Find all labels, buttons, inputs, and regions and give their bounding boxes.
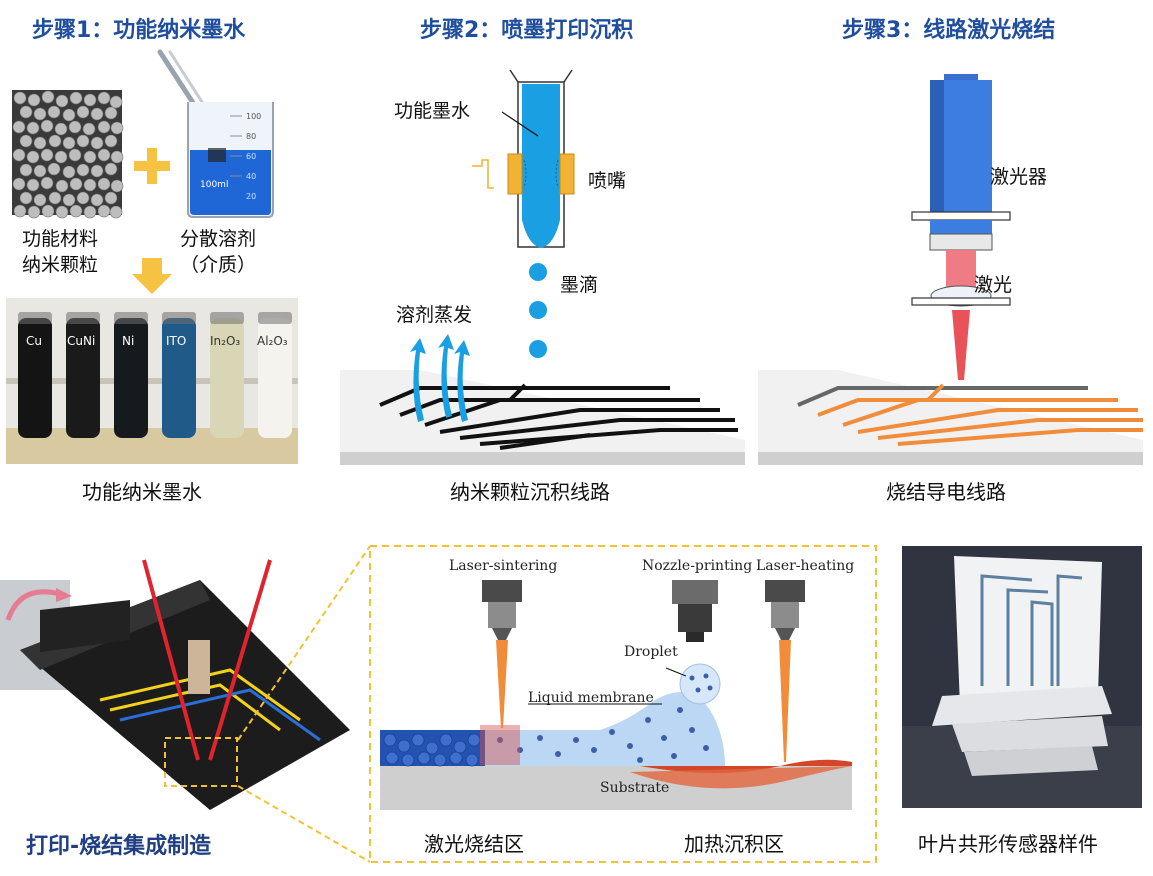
inkjet-nozzle-diagram [340, 69, 745, 465]
step1-title: 步骤1：功能纳米墨水 [32, 18, 246, 43]
blade-sample-caption: 叶片共形传感器样件 [918, 832, 1098, 856]
beaker-mark-100: 100 [246, 112, 261, 121]
step2-title: 步骤2：喷墨打印沉积 [420, 18, 634, 43]
blade-sensor-photo [902, 546, 1142, 808]
droplet-en-label: Droplet [624, 644, 678, 660]
sintering-zone-label: 激光烧结区 [424, 832, 524, 856]
laser-sintering-label: Laser-sintering [449, 558, 558, 574]
step1-caption: 功能纳米墨水 [82, 480, 202, 504]
process-zoom-diagram [380, 580, 852, 810]
tube-label-in2o3: In₂O₃ [210, 334, 241, 348]
laser-label: 激光 [974, 274, 1013, 296]
laser-sintering-diagram [758, 74, 1143, 465]
tube-label-al2o3: Al₂O₃ [257, 334, 288, 348]
step2-caption: 纳米颗粒沉积线路 [450, 480, 610, 504]
nozzle-label: 喷嘴 [588, 170, 627, 192]
evaporation-label: 溶剂蒸发 [396, 304, 473, 326]
ink-tubes-photo [6, 298, 298, 464]
substrate-label: Substrate [600, 780, 670, 796]
beaker-mark-100ml: 100ml [200, 180, 228, 190]
tube-label-cu: Cu [26, 334, 42, 348]
liquid-membrane-label: Liquid membrane [528, 690, 654, 706]
arrow-down-icon [132, 258, 172, 294]
laser-heating-label: Laser-heating [756, 558, 855, 574]
integrated-printer-render [0, 559, 350, 810]
beaker-mark-40: 40 [246, 172, 256, 181]
integrated-manufacturing-caption: 打印-烧结集成制造 [26, 834, 212, 859]
plus-icon [134, 148, 170, 184]
ink-label: 功能墨水 [394, 100, 471, 122]
droplet-label: 墨滴 [560, 274, 599, 296]
material-label: 功能材料 纳米颗粒 [22, 228, 99, 276]
laser-device-label: 激光器 [990, 166, 1048, 188]
nozzle-printing-label: Nozzle-printing [642, 558, 753, 574]
solvent-label: 分散溶剂 （介质） [180, 228, 257, 276]
tube-label-ito: ITO [166, 334, 187, 348]
beaker-image: 100 80 60 40 20 100ml [157, 49, 274, 218]
beaker-mark-60: 60 [246, 152, 256, 161]
deposition-zone-label: 加热沉积区 [684, 832, 784, 856]
step3-caption: 烧结导电线路 [886, 480, 1006, 504]
step3-title: 步骤3：线路激光烧结 [842, 18, 1056, 43]
nanoparticle-sem-image [12, 90, 124, 219]
beaker-mark-20: 20 [246, 192, 256, 201]
tube-label-cuni: CuNi [67, 334, 96, 348]
beaker-mark-80: 80 [246, 132, 256, 141]
tube-label-ni: Ni [122, 334, 135, 348]
